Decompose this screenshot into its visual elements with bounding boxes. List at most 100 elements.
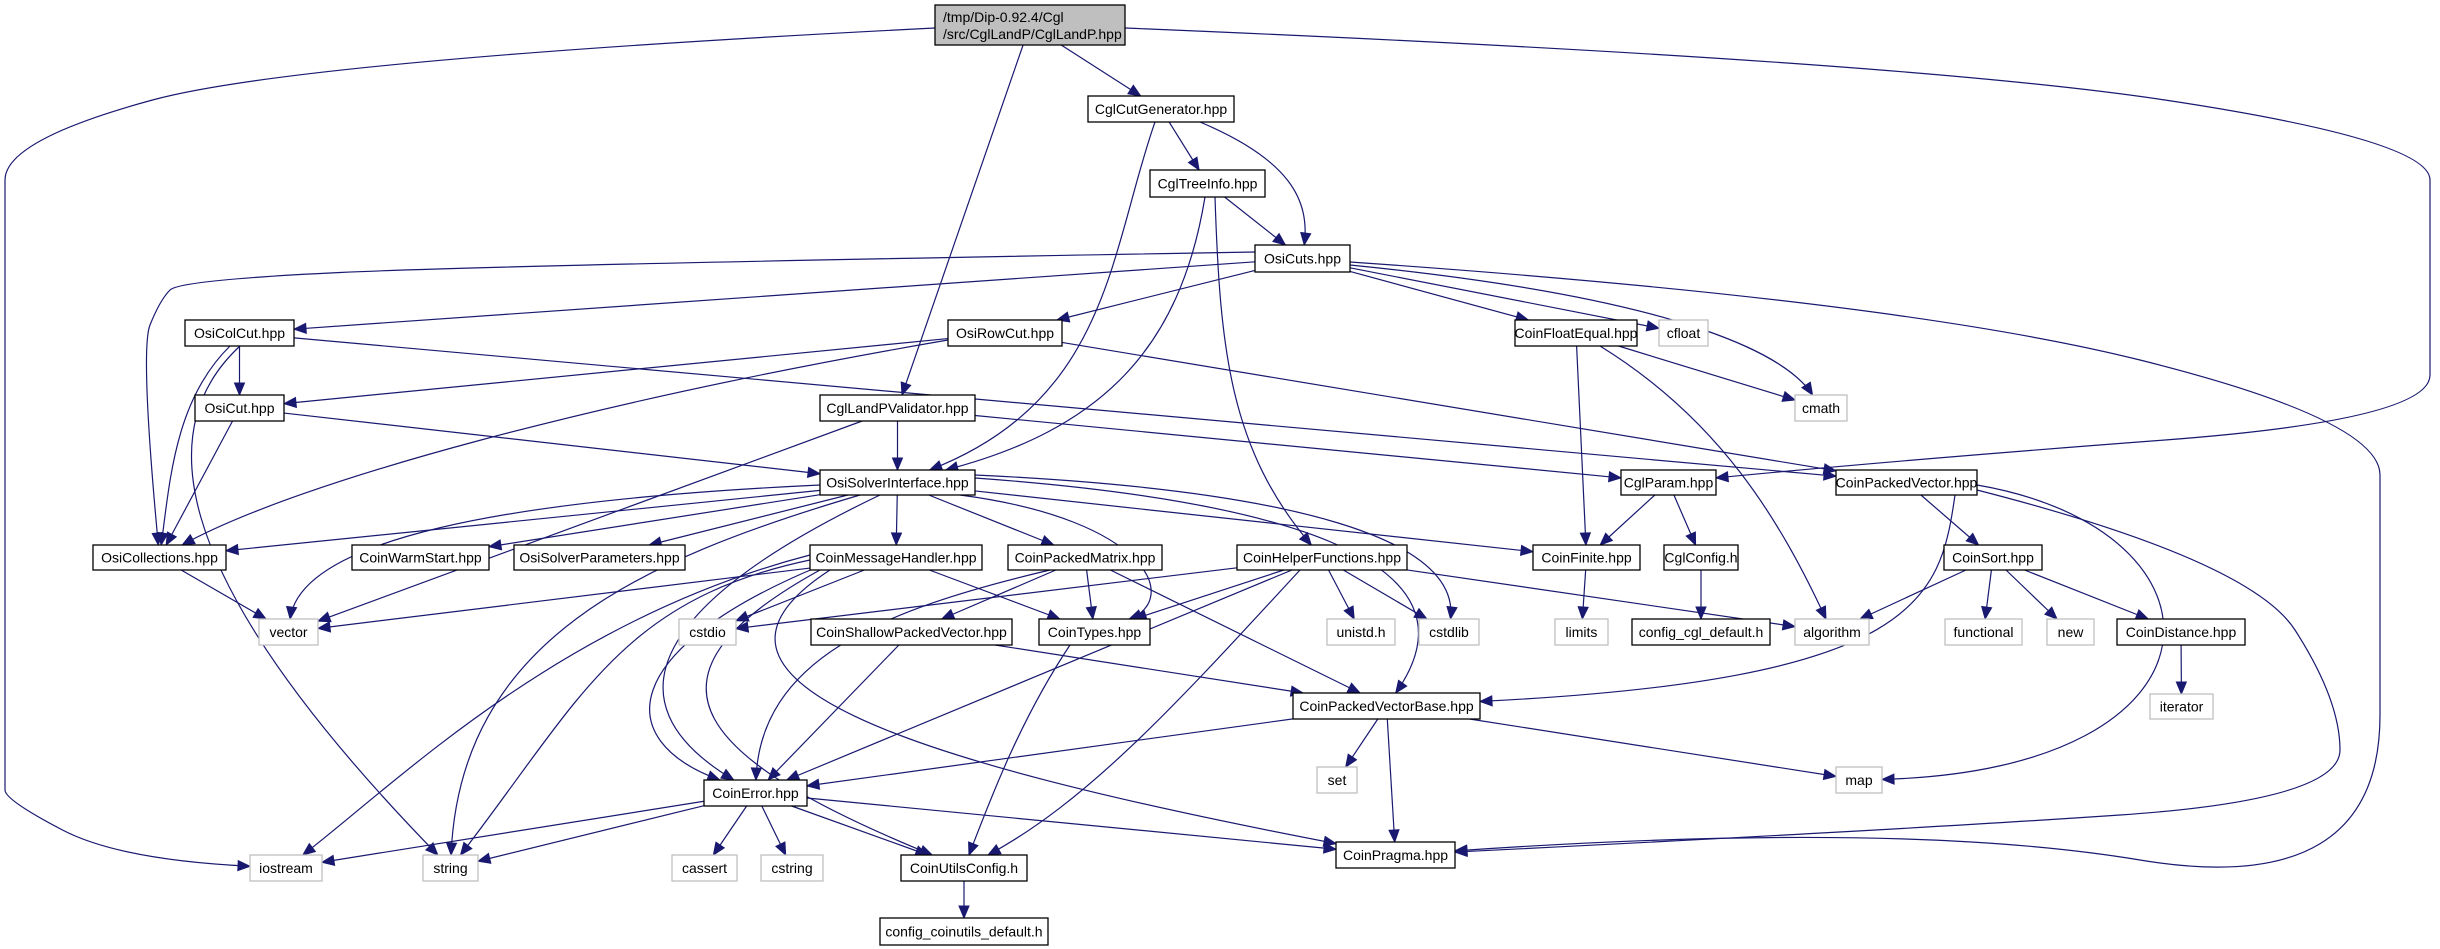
edge-CglParam-to-CoinFinite-arrowhead [1599,532,1614,546]
edge-CglCutGenerator-to-OsiSolverInterface-arrowhead [928,460,944,471]
edge-CoinError-to-CoinPragma-arrowhead [1323,842,1338,854]
node-CoinPackedVector[interactable]: CoinPackedVector.hpp [1835,469,1978,496]
edge-OsiSolverInterface-to-CoinWarmStart-arrowhead [487,539,503,551]
edge-OsiRowCut-to-OsiCollections-arrowhead [181,533,196,546]
node-box [2046,618,2095,646]
edge-CglCutGenerator-to-OsiSolverInterface [929,121,1156,471]
node-CoinPragma[interactable]: CoinPragma.hpp [1335,841,1456,869]
node-OsiSolverInterface[interactable]: OsiSolverInterface.hpp [819,469,976,496]
edge-OsiColCut-to-CoinPackedVector [293,337,1837,477]
node-label: CoinPackedVectorBase.hpp [1299,698,1474,714]
edge-OsiCuts-to-CoinPragma [1349,261,2381,868]
edge-OsiCuts-to-CoinFloatEqual [1349,270,1529,321]
edge-CglCutGenerator-to-CglTreeInfo-arrowhead [1187,156,1200,172]
node-CoinPackedVectorBase[interactable]: CoinPackedVectorBase.hpp [1292,692,1481,720]
node-box [1658,319,1709,347]
node-CoinSort[interactable]: CoinSort.hpp [1943,544,2043,571]
node-box [703,779,808,807]
node-CoinTypes[interactable]: CoinTypes.hpp [1038,618,1151,646]
edge-CoinMessageHandler-to-CoinUtilsConfig [705,569,933,856]
edge-OsiSolverInterface-to-CoinError [662,494,881,781]
node-cstdlib: cstdlib [1418,618,1480,646]
node-iterator: iterator [2149,693,2214,720]
node-box [760,854,824,882]
node-label: cstdio [689,624,726,640]
node-config_coinutils_default[interactable]: config_coinutils_default.h [879,917,1049,946]
node-CglParam[interactable]: CglParam.hpp [1620,469,1717,496]
node-OsiCut[interactable]: OsiCut.hpp [194,394,285,422]
node-CoinPackedMatrix[interactable]: CoinPackedMatrix.hpp [1007,544,1163,571]
node-label: cstdlib [1429,624,1469,640]
edge-CoinFloatEqual-to-cmath-arrowhead [1781,390,1797,402]
edge-CoinMessageHandler-to-CoinError-arrowhead [706,770,722,782]
edge-CoinHelperFunctions-to-cstdlib-arrowhead [1413,607,1428,620]
node-box [351,544,490,571]
edge-CglTreeInfo-to-CoinHelperFunctions [1214,196,1312,546]
edge-CoinPackedMatrix-to-CoinPackedVectorBase [1110,569,1361,694]
edge-CoinHelperFunctions-to-cstdlib [1343,569,1428,620]
node-label: config_cgl_default.h [1639,624,1764,640]
node-label: CoinTypes.hpp [1048,624,1142,640]
node-CoinError[interactable]: CoinError.hpp [703,779,808,807]
edge-OsiCuts-to-cfloat-arrowhead [1645,320,1661,332]
node-OsiRowCut[interactable]: OsiRowCut.hpp [947,319,1063,347]
edge-OsiSolverInterface-to-OsiSolverParameters [649,494,848,546]
edge-root-to-iostream-arrowhead [237,859,252,872]
edge-OsiSolverInterface-to-cstdlib-arrowhead [1446,605,1458,621]
node-OsiCollections[interactable]: OsiCollections.hpp [92,544,227,571]
edge-OsiCuts-to-OsiRowCut [1056,269,1256,321]
node-CglLandPValidator[interactable]: CglLandPValidator.hpp [819,394,976,422]
node-CoinFloatEqual[interactable]: CoinFloatEqual.hpp [1514,319,1638,347]
edge-CoinPackedVector-to-CoinPackedVectorBase [1479,494,1956,703]
edge-CglTreeInfo-to-OsiCuts-arrowhead [1272,232,1287,246]
edge-CoinPackedMatrix-to-CoinError-arrowhead [750,767,763,782]
node-CglCutGenerator[interactable]: CglCutGenerator.hpp [1087,95,1235,123]
node-label: CoinPackedMatrix.hpp [1015,550,1156,566]
node-CoinHelperFunctions[interactable]: CoinHelperFunctions.hpp [1236,544,1408,571]
edge-CglTreeInfo-to-OsiSolverInterface [945,196,1206,471]
node-box [1835,766,1883,794]
edge-CoinMessageHandler-to-CoinTypes [929,569,1061,620]
edge-CoinPackedVectorBase-to-map [1469,718,1837,777]
edge-OsiSolverInterface-to-OsiCollections [225,489,821,552]
node-CglTreeInfo[interactable]: CglTreeInfo.hpp [1149,169,1266,198]
node-CoinMessageHandler[interactable]: CoinMessageHandler.hpp [809,544,983,571]
node-OsiSolverParameters[interactable]: OsiSolverParameters.hpp [513,544,686,571]
edge-OsiSolverInterface-to-CoinFinite [974,490,1534,553]
node-CoinWarmStart[interactable]: CoinWarmStart.hpp [351,544,490,571]
node-box [1326,618,1396,646]
node-label: new [2058,624,2085,640]
edge-OsiSolverInterface-to-vector-arrowhead [285,605,298,621]
edge-CoinPackedVector-to-CoinSort-arrowhead [1965,532,1980,546]
node-config_cgl_default[interactable]: config_cgl_default.h [1631,618,1771,646]
node-algorithm: algorithm [1794,618,1870,646]
node-box [1316,766,1358,794]
node-functional: functional [1944,618,2023,646]
node-OsiCuts[interactable]: OsiCuts.hpp [1254,244,1351,273]
node-label: CoinPragma.hpp [1343,847,1448,863]
node-box [1663,544,1739,571]
node-label: CoinPackedVector.hpp [1836,475,1978,491]
node-CoinUtilsConfig[interactable]: CoinUtilsConfig.h [900,854,1028,882]
node-box [92,544,227,571]
edge-OsiCollections-to-vector-arrowhead [252,607,268,620]
edge-root-to-CglCutGenerator-arrowhead [1127,84,1142,97]
edge-OsiCut-to-OsiCollections [165,420,234,546]
node-CglConfig[interactable]: CglConfig.h [1663,544,1739,571]
node-CoinShallowPackedVector[interactable]: CoinShallowPackedVector.hpp [810,618,1013,646]
node-CoinDistance[interactable]: CoinDistance.hpp [2116,618,2246,646]
edge-CoinUtilsConfig-to-config_coinutils_default-arrowhead [958,905,970,920]
edge-CoinPackedMatrix-to-CoinError [755,569,1051,781]
node-OsiColCut[interactable]: OsiColCut.hpp [184,319,295,347]
node-root[interactable]: /tmp/Dip-0.92.4/Cgl/src/CglLandP/CglLand… [934,4,1126,46]
node-label: iterator [2160,699,2204,715]
node-CoinFinite[interactable]: CoinFinite.hpp [1532,544,1641,571]
node-label: CglParam.hpp [1624,475,1714,491]
edge-CoinSort-to-functional-arrowhead [1981,605,1993,621]
node-vector: vector [258,618,319,646]
edge-OsiSolverInterface-to-CoinPackedVectorBase [974,477,1419,694]
node-box [1514,319,1638,347]
edge-CoinPackedVector-to-CoinPragma [1454,489,2341,853]
edge-CoinSort-to-algorithm [1859,569,1967,620]
